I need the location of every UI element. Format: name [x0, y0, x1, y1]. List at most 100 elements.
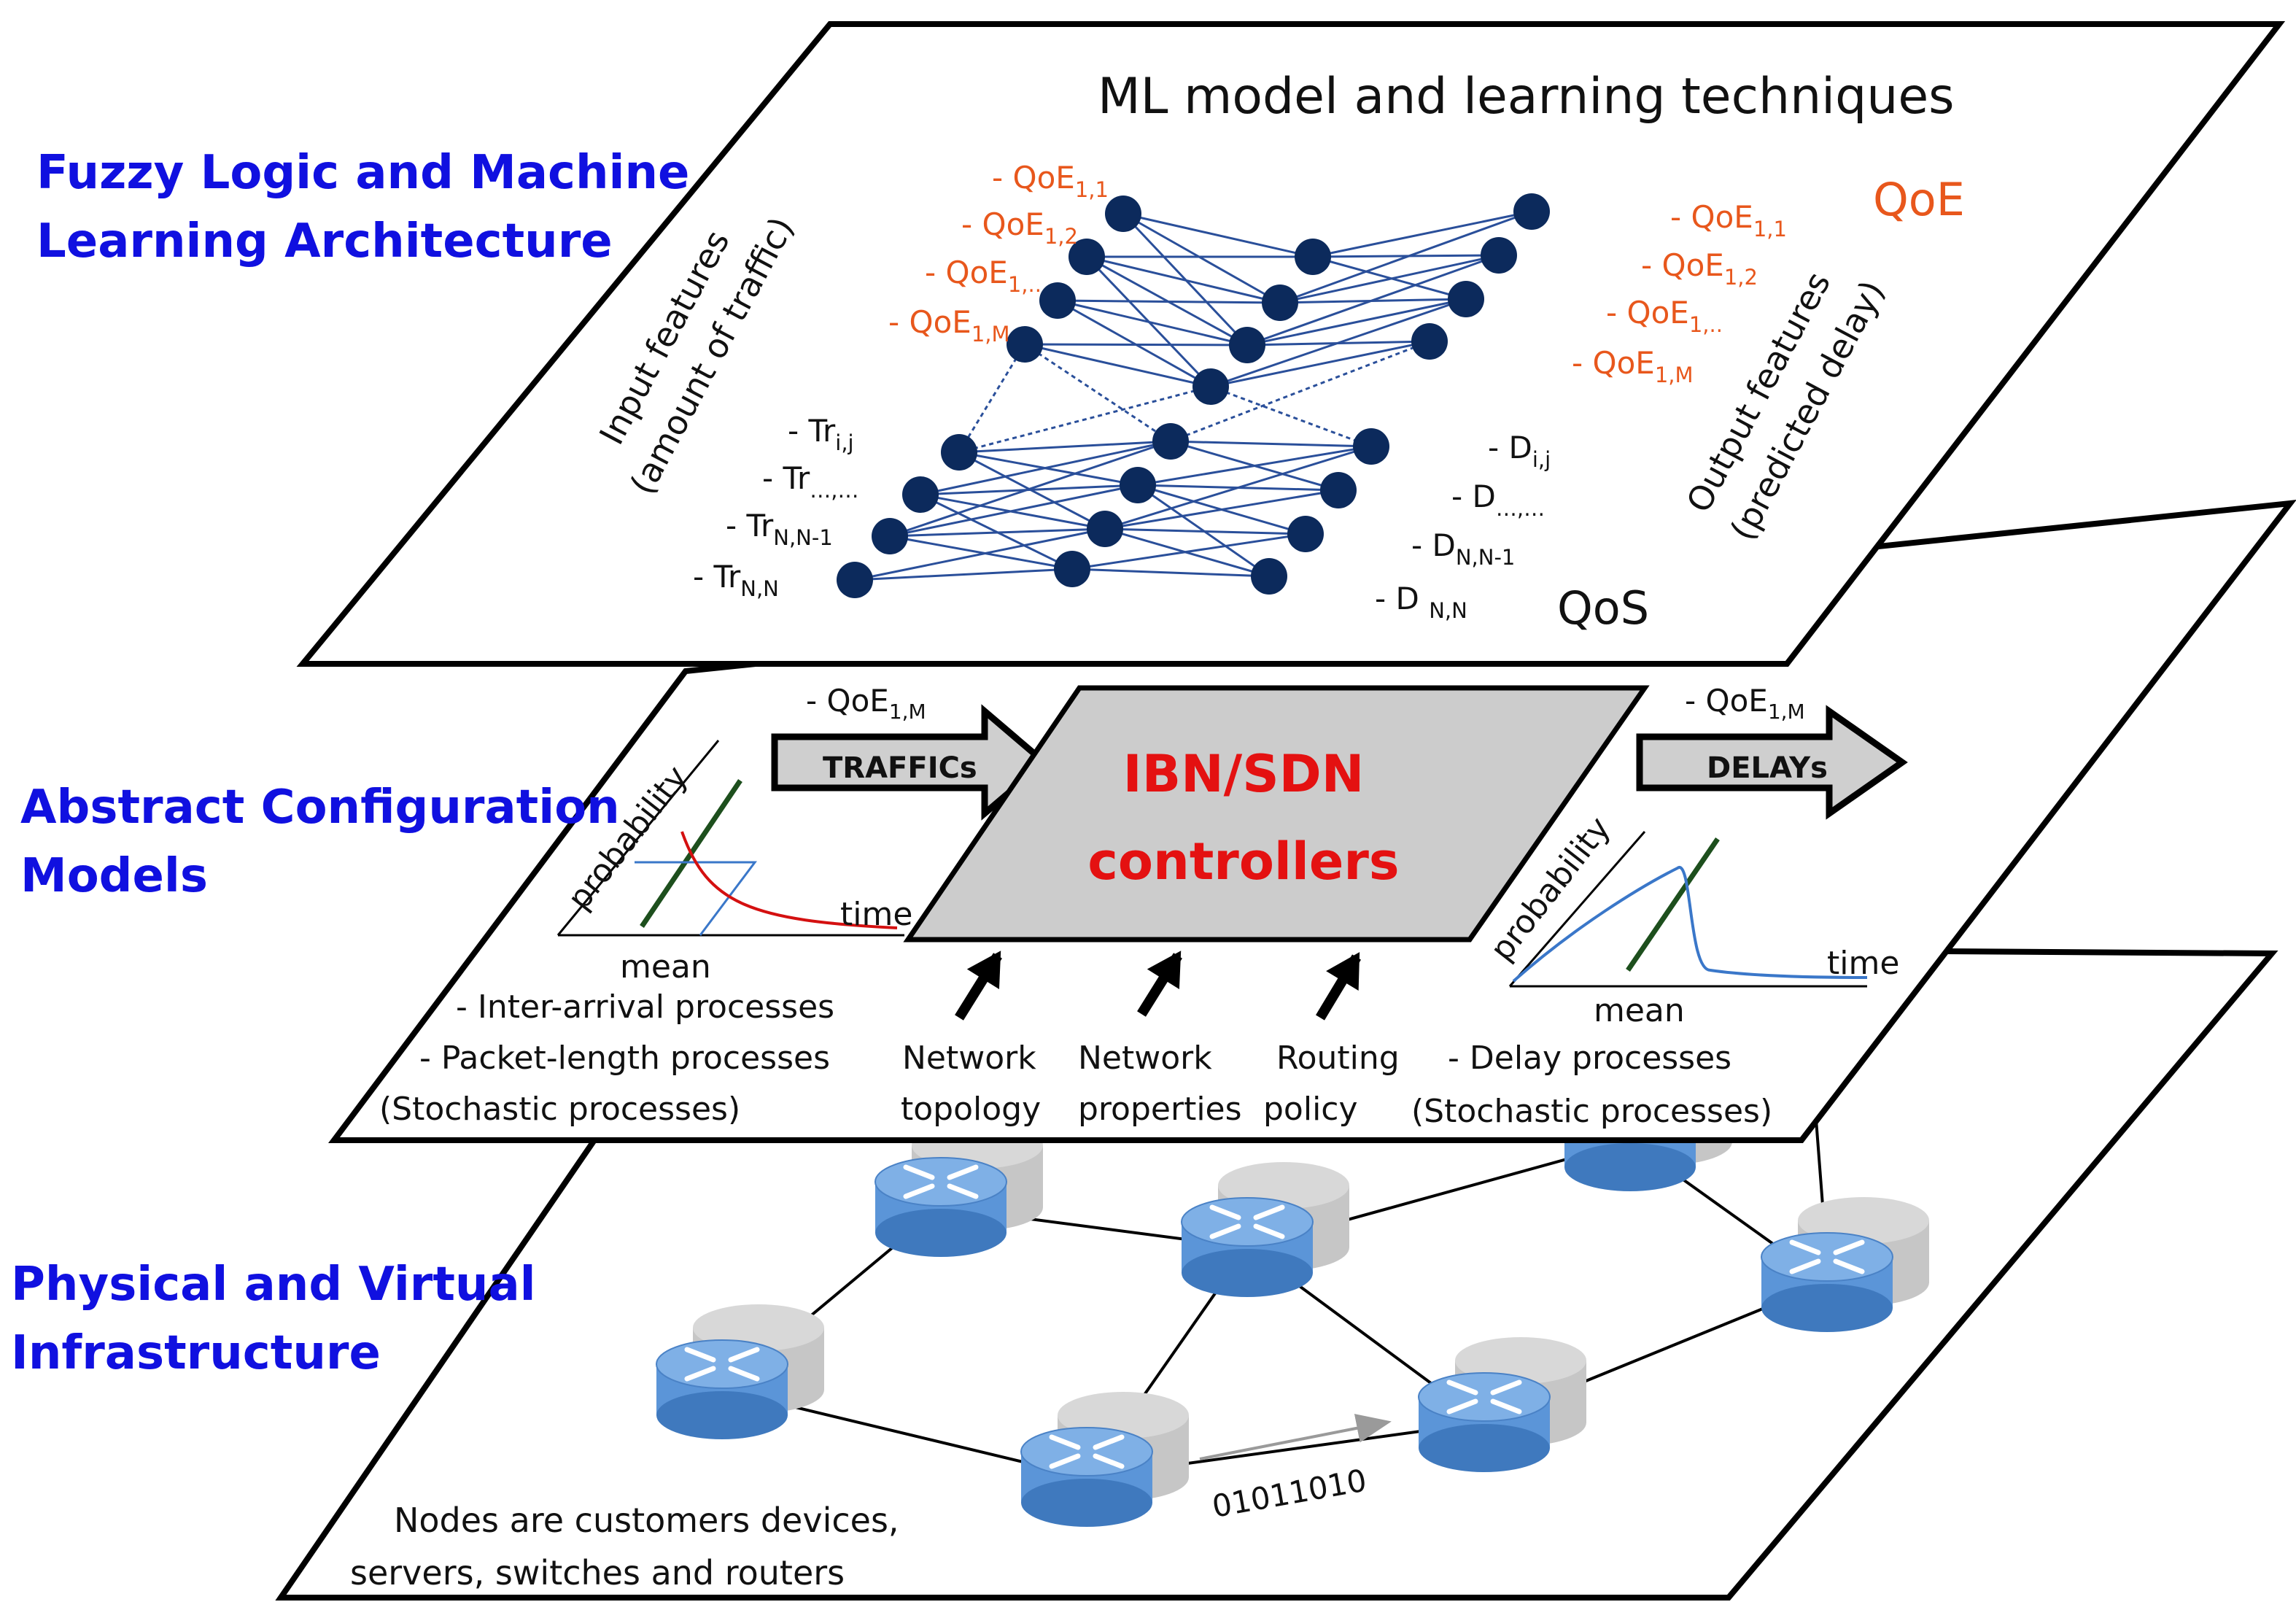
- nodes-note-line1: Nodes are customers devices,: [394, 1501, 899, 1540]
- router-base: [1021, 1479, 1152, 1527]
- router-top: [874, 1157, 1007, 1207]
- router-base: [875, 1209, 1007, 1257]
- nn-node: [837, 562, 873, 598]
- left-plot-xlabel: time: [840, 896, 912, 933]
- qoe-output-label: - QoE1,..: [1606, 295, 1723, 337]
- router-base: [656, 1391, 788, 1439]
- left-process-1: - Inter-arrival processes: [456, 988, 834, 1026]
- input-network-properties-line2: properties: [1078, 1091, 1242, 1128]
- nn-node: [1320, 472, 1357, 508]
- nn-node: [1229, 327, 1265, 363]
- left-plot-mean-label: mean: [620, 948, 711, 986]
- router-arrow: [684, 1347, 716, 1363]
- router-top: [1761, 1232, 1893, 1282]
- router-arrow: [728, 1366, 760, 1382]
- router-arrow: [1253, 1204, 1285, 1220]
- router-arrow: [1049, 1434, 1081, 1450]
- nn-edge: [1137, 484, 1270, 578]
- router-icon: [1418, 1337, 1586, 1472]
- nn-edge: [1057, 299, 1248, 347]
- right-plot-mean-label: mean: [1594, 992, 1685, 1029]
- nn-edge: [1024, 343, 1248, 347]
- nn-edge: [854, 527, 1106, 581]
- nn-edge: [889, 484, 1139, 538]
- nn-node: [1287, 516, 1324, 552]
- router-icon: [874, 1122, 1043, 1257]
- router-arrow: [903, 1164, 935, 1180]
- router-base: [1761, 1284, 1893, 1332]
- router-shadow-top: [1218, 1162, 1349, 1209]
- right-plot-xlabel: time: [1827, 945, 1899, 982]
- nn-edge: [958, 440, 1171, 454]
- router-arrow: [1446, 1379, 1478, 1396]
- nn-node: [1054, 551, 1090, 587]
- qoe-output-label: - QoE1,1: [1670, 199, 1787, 241]
- bitstream-arrow: [1199, 1414, 1392, 1460]
- router-arrow: [903, 1183, 935, 1199]
- nn-edge: [1246, 298, 1467, 347]
- nn-node: [1152, 423, 1189, 460]
- router-arrow: [728, 1347, 760, 1363]
- nn-edge: [854, 568, 1073, 581]
- nn-edge: [1085, 255, 1212, 388]
- qoe-output-label: - QoE1,M: [1572, 345, 1694, 387]
- infra-layer-label-line2: Infrastructure: [11, 1326, 381, 1380]
- ml-layer-label-line1: Fuzzy Logic and Machine: [36, 146, 689, 200]
- input-arrow-head: [1326, 952, 1360, 991]
- router-top: [1181, 1197, 1314, 1247]
- nn-edge: [889, 440, 1171, 538]
- router-arrow: [1789, 1258, 1821, 1274]
- controller-title-line2: controllers: [1087, 832, 1399, 891]
- nn-edge: [1122, 212, 1314, 258]
- delays-arrow-label: DELAYs: [1707, 751, 1828, 785]
- router-arrow: [1789, 1239, 1821, 1255]
- traffic-input-label: - TrN,N-1: [726, 508, 833, 550]
- router-arrow: [1833, 1258, 1865, 1274]
- nn-node: [1007, 326, 1043, 363]
- left-uniform-curve: [635, 861, 757, 936]
- nn-node: [1039, 282, 1076, 319]
- router-arrow: [1490, 1398, 1522, 1414]
- input-network-properties-line1: Network: [1078, 1040, 1212, 1077]
- nn-edge: [1137, 445, 1372, 487]
- nn-node: [1069, 239, 1105, 275]
- nn-node: [1448, 281, 1484, 317]
- nn-edge-dashed: [958, 385, 1211, 454]
- ml-title: ML model and learning techniques: [1098, 68, 1955, 125]
- router-arrow: [1093, 1453, 1125, 1469]
- left-process-3: (Stochastic processes): [379, 1091, 740, 1128]
- router-base: [1419, 1424, 1550, 1472]
- qoe-input-label: - QoE1,..: [925, 255, 1042, 297]
- nn-edge: [1210, 298, 1467, 388]
- ml-layer-label-line2: Learning Architecture: [36, 214, 613, 268]
- left-exponential-curve: [680, 831, 898, 929]
- nn-node: [941, 434, 977, 471]
- right-delay-curve: [1512, 866, 1868, 983]
- nn-node: [1513, 193, 1550, 230]
- nn-edge: [920, 493, 1073, 570]
- router-arrow: [1209, 1204, 1241, 1220]
- nn-edge: [889, 535, 1073, 570]
- router-arrow: [1446, 1398, 1478, 1414]
- nn-node: [1262, 285, 1298, 321]
- nn-edge: [1104, 489, 1339, 530]
- router-icon: [1020, 1392, 1189, 1527]
- nn-edge: [1122, 212, 1281, 304]
- qoe-input-label: - QoE1,1: [992, 160, 1109, 202]
- nn-edge: [1024, 343, 1211, 388]
- infra-layer-label-line1: Physical and Virtual: [11, 1258, 536, 1312]
- nn-node: [1192, 368, 1229, 405]
- traffics-arrow-label: TRAFFICs: [823, 751, 977, 785]
- qoe-input-label: - QoE1,M: [888, 304, 1010, 347]
- input-routing-policy-line1: Routing: [1276, 1040, 1400, 1077]
- qos-heading: QoS: [1557, 581, 1649, 635]
- right-mean-line: [1626, 837, 1720, 972]
- router-shadow-top: [1058, 1392, 1189, 1439]
- router-base: [1182, 1249, 1313, 1297]
- ibn-sdn-controller: [903, 685, 1650, 943]
- nn-edge: [1279, 210, 1532, 304]
- delay-output-label: - DN,N-1: [1411, 527, 1515, 570]
- qoe-input-label: - QoE1,2: [961, 206, 1078, 249]
- delay-output-label: - Di,j: [1488, 430, 1551, 472]
- nn-edge: [1086, 255, 1281, 304]
